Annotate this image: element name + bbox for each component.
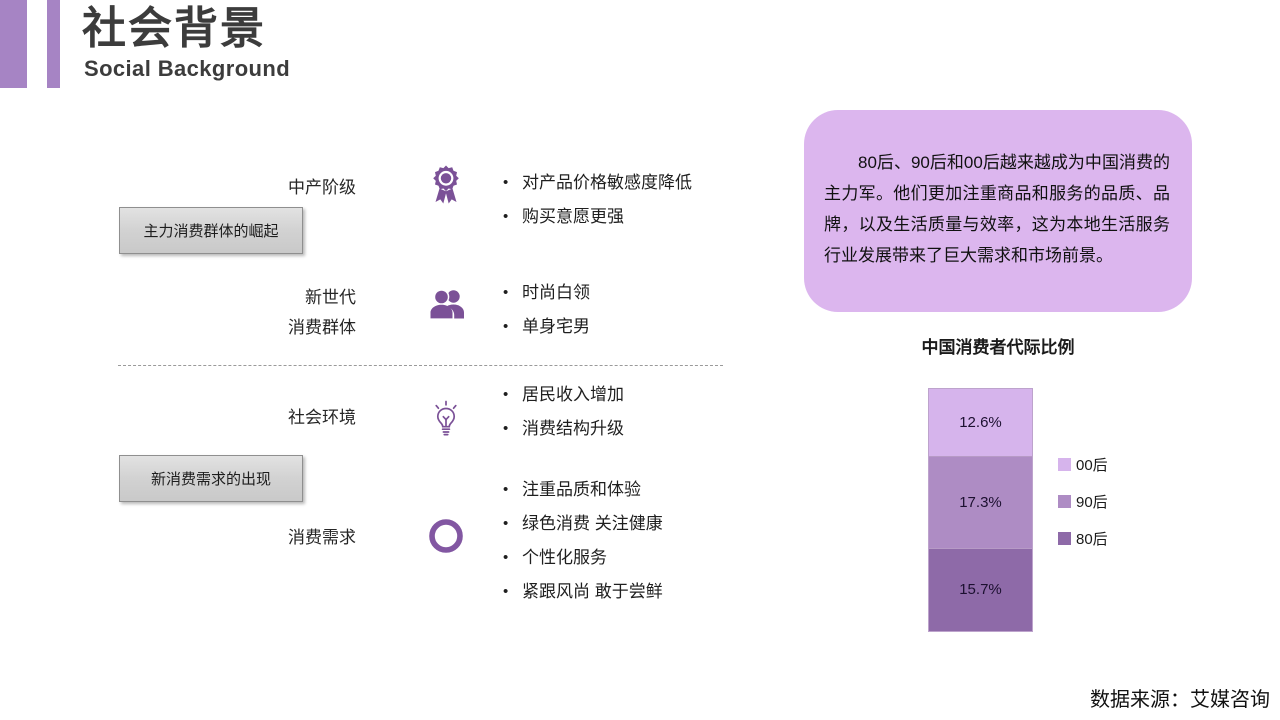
legend-swatch (1058, 532, 1071, 545)
list-item: 绿色消费 关注健康 (503, 507, 663, 541)
section-divider (118, 365, 723, 366)
bar-value-label: 17.3% (959, 493, 1002, 511)
group-label-main-consumers: 主力消费群体的崛起 (119, 207, 303, 254)
row-title-consumption-demand: 消费需求 (288, 528, 356, 547)
list-item: 居民收入增加 (503, 378, 624, 412)
legend-item-90hou: 90后 (1058, 491, 1108, 512)
bar-value-label: 12.6% (959, 413, 1002, 431)
row-title-new-generation-line2: 消费群体 (288, 318, 356, 337)
callout-text: 80后、90后和00后越来越成为中国消费的主力军。他们更加注重商品和服务的品质、… (824, 153, 1170, 265)
legend-item-00hou: 00后 (1058, 454, 1108, 475)
header-accent-bar-wide (0, 0, 27, 88)
legend-label: 80后 (1076, 531, 1108, 548)
row-title-new-generation-line1: 新世代 (305, 288, 356, 307)
legend-swatch (1058, 458, 1071, 471)
stacked-bar: 12.6% 17.3% 15.7% (928, 388, 1033, 632)
list-item: 消费结构升级 (503, 412, 624, 446)
list-item: 购买意愿更强 (503, 200, 692, 234)
header-accent-bar-narrow (47, 0, 60, 88)
bullet-list-middle-class: 对产品价格敏感度降低 购买意愿更强 (503, 166, 692, 234)
list-item: 注重品质和体验 (503, 473, 663, 507)
bullet-list-social-environment: 居民收入增加 消费结构升级 (503, 378, 624, 446)
list-item: 紧跟风尚 敢于尝鲜 (503, 575, 663, 609)
bar-segment-90hou: 17.3% (929, 455, 1032, 548)
legend-label: 00后 (1076, 457, 1108, 474)
row-title-social-environment: 社会环境 (288, 408, 356, 427)
bullet-list-consumption-demand: 注重品质和体验 绿色消费 关注健康 个性化服务 紧跟风尚 敢于尝鲜 (503, 473, 663, 609)
list-item: 个性化服务 (503, 541, 663, 575)
award-rosette-icon (424, 163, 468, 207)
bar-segment-00hou: 12.6% (929, 389, 1032, 456)
list-item: 对产品价格敏感度降低 (503, 166, 692, 200)
ring-circle-icon (424, 514, 468, 558)
group-label-text: 新消费需求的出现 (150, 471, 271, 488)
two-people-icon (424, 283, 468, 327)
legend-item-80hou: 80后 (1058, 528, 1108, 549)
bar-segment-80hou: 15.7% (929, 547, 1032, 631)
bar-value-label: 15.7% (959, 581, 1002, 599)
page-title: 社会背景 (82, 4, 266, 53)
legend-swatch (1058, 495, 1071, 508)
group-label-text: 主力消费群体的崛起 (143, 223, 279, 240)
page-subtitle: Social Background (84, 56, 291, 81)
group-label-new-demand: 新消费需求的出现 (119, 455, 303, 502)
chart-legend: 00后 90后 80后 (1058, 454, 1108, 549)
legend-label: 90后 (1076, 494, 1108, 511)
chart-title: 中国消费者代际比例 (921, 338, 1075, 357)
list-item: 时尚白领 (503, 276, 590, 310)
bullet-list-new-generation: 时尚白领 单身宅男 (503, 276, 590, 344)
row-title-middle-class: 中产阶级 (288, 178, 356, 197)
lightbulb-icon (424, 397, 468, 441)
generation-share-chart: 12.6% 17.3% 15.7% 00后 90后 80后 (804, 380, 1192, 645)
source-note: 数据来源：艾媒咨询 (1090, 689, 1270, 711)
callout-box: 80后、90后和00后越来越成为中国消费的主力军。他们更加注重商品和服务的品质、… (804, 110, 1192, 312)
list-item: 单身宅男 (503, 310, 590, 344)
